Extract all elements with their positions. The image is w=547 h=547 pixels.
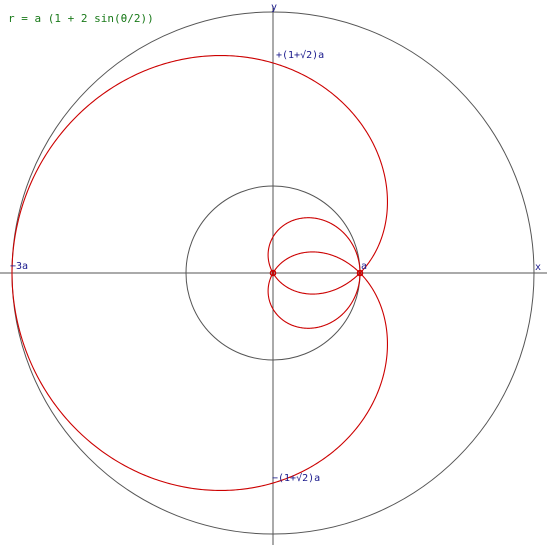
a-point [356,269,364,277]
origin-point [269,269,277,277]
bottom-value-label: −(1+√2)a [272,473,321,484]
left-value-label: −3a [10,261,29,272]
curve-path [11,54,388,492]
y-axis-label: y [271,2,278,13]
a-value-label: a [361,261,368,272]
formula-label: r = a (1 + 2 sin(θ/2)) [8,12,154,25]
top-value-label: +(1+√2)a [276,50,325,61]
x-axis-label: x [535,262,542,273]
